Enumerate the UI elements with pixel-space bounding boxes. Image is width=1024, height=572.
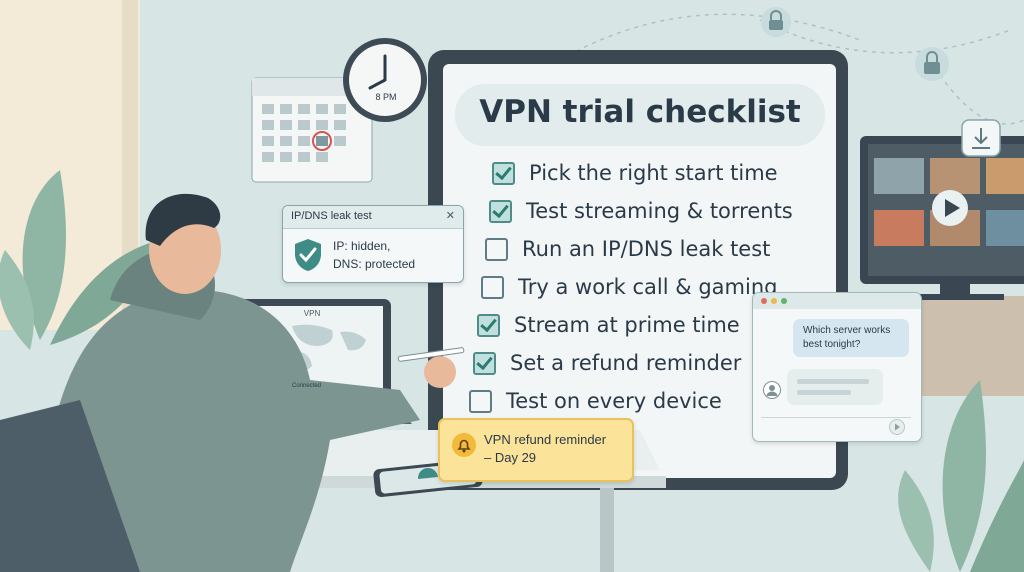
checkbox-checked[interactable]: [492, 161, 515, 185]
chat-input[interactable]: [761, 417, 911, 434]
lock-icon: [761, 7, 791, 37]
close-icon[interactable]: ✕: [445, 210, 455, 222]
avatar-icon: [763, 381, 781, 399]
checkbox-checked[interactable]: [473, 351, 496, 375]
leak-test-title: IP/DNS leak test: [291, 210, 372, 222]
leak-test-dns: DNS: protected: [333, 257, 416, 271]
checklist-item-label: Test streaming & torrents: [526, 199, 793, 223]
checklist-item[interactable]: Set a refund reminder: [473, 351, 741, 375]
laptop-title: VPN: [303, 309, 321, 318]
checkbox-unchecked[interactable]: [485, 237, 508, 261]
person: [40, 193, 465, 572]
lock-icon: [915, 47, 949, 81]
window-close-dot[interactable]: [761, 298, 767, 304]
chat-message-line1: Which server works: [803, 325, 891, 336]
checklist-item-label: Set a refund reminder: [510, 351, 742, 375]
plant-right: [898, 380, 1024, 572]
download-icon: [961, 119, 1001, 157]
refund-reminder-notification[interactable]: VPN refund reminder – Day 29: [438, 418, 634, 482]
calendar-icon: [251, 77, 373, 183]
checklist-item-label: Pick the right start time: [529, 161, 778, 185]
checkbox-checked[interactable]: [477, 313, 500, 337]
text-placeholder-line: [797, 379, 869, 384]
checklist-item[interactable]: Test on every device: [469, 389, 722, 413]
bell-icon: [452, 433, 476, 457]
chat-message-line2: best tonight?: [803, 339, 861, 350]
shield-check-icon: [295, 239, 321, 271]
window-minimize-dot[interactable]: [771, 298, 777, 304]
chat-window: Which server works best tonight?: [752, 292, 922, 442]
play-icon: [932, 190, 968, 226]
checkbox-checked[interactable]: [489, 199, 512, 223]
checkbox-unchecked[interactable]: [469, 389, 492, 413]
laptop-status: Connected: [292, 383, 322, 389]
leak-test-header: IP/DNS leak test ✕: [283, 206, 463, 229]
checklist-item-label: Try a work call & gaming: [518, 275, 778, 299]
chat-titlebar: [753, 293, 921, 309]
chair: [0, 400, 140, 572]
checklist-item-label: Stream at prime time: [514, 313, 740, 337]
clock-icon: [343, 38, 427, 122]
leak-test-popup: IP/DNS leak test ✕ IP: hidden, DNS: prot…: [282, 205, 464, 283]
chat-reply-bubble: [787, 369, 883, 405]
checkbox-unchecked[interactable]: [481, 275, 504, 299]
checklist-item[interactable]: Run an IP/DNS leak test: [485, 237, 770, 261]
reminder-title: VPN refund reminder: [484, 432, 607, 447]
checklist-item[interactable]: Try a work call & gaming: [481, 275, 777, 299]
text-placeholder-line: [797, 390, 851, 395]
clock-label: 8 PM: [375, 92, 397, 102]
send-icon[interactable]: [889, 419, 905, 435]
checklist-item-label: Run an IP/DNS leak test: [522, 237, 771, 261]
checklist-item-label: Test on every device: [506, 389, 722, 413]
leak-test-ip: IP: hidden,: [333, 239, 391, 253]
checklist-title: VPN trial checklist: [479, 94, 801, 130]
checklist-item[interactable]: Pick the right start time: [492, 161, 778, 185]
checklist-item[interactable]: Test streaming & torrents: [489, 199, 793, 223]
window-maximize-dot[interactable]: [781, 298, 787, 304]
chat-message-bubble: Which server works best tonight?: [793, 319, 909, 357]
big-monitor: [428, 50, 848, 490]
reminder-day: – Day 29: [484, 450, 537, 465]
checklist-item[interactable]: Stream at prime time: [477, 313, 740, 337]
